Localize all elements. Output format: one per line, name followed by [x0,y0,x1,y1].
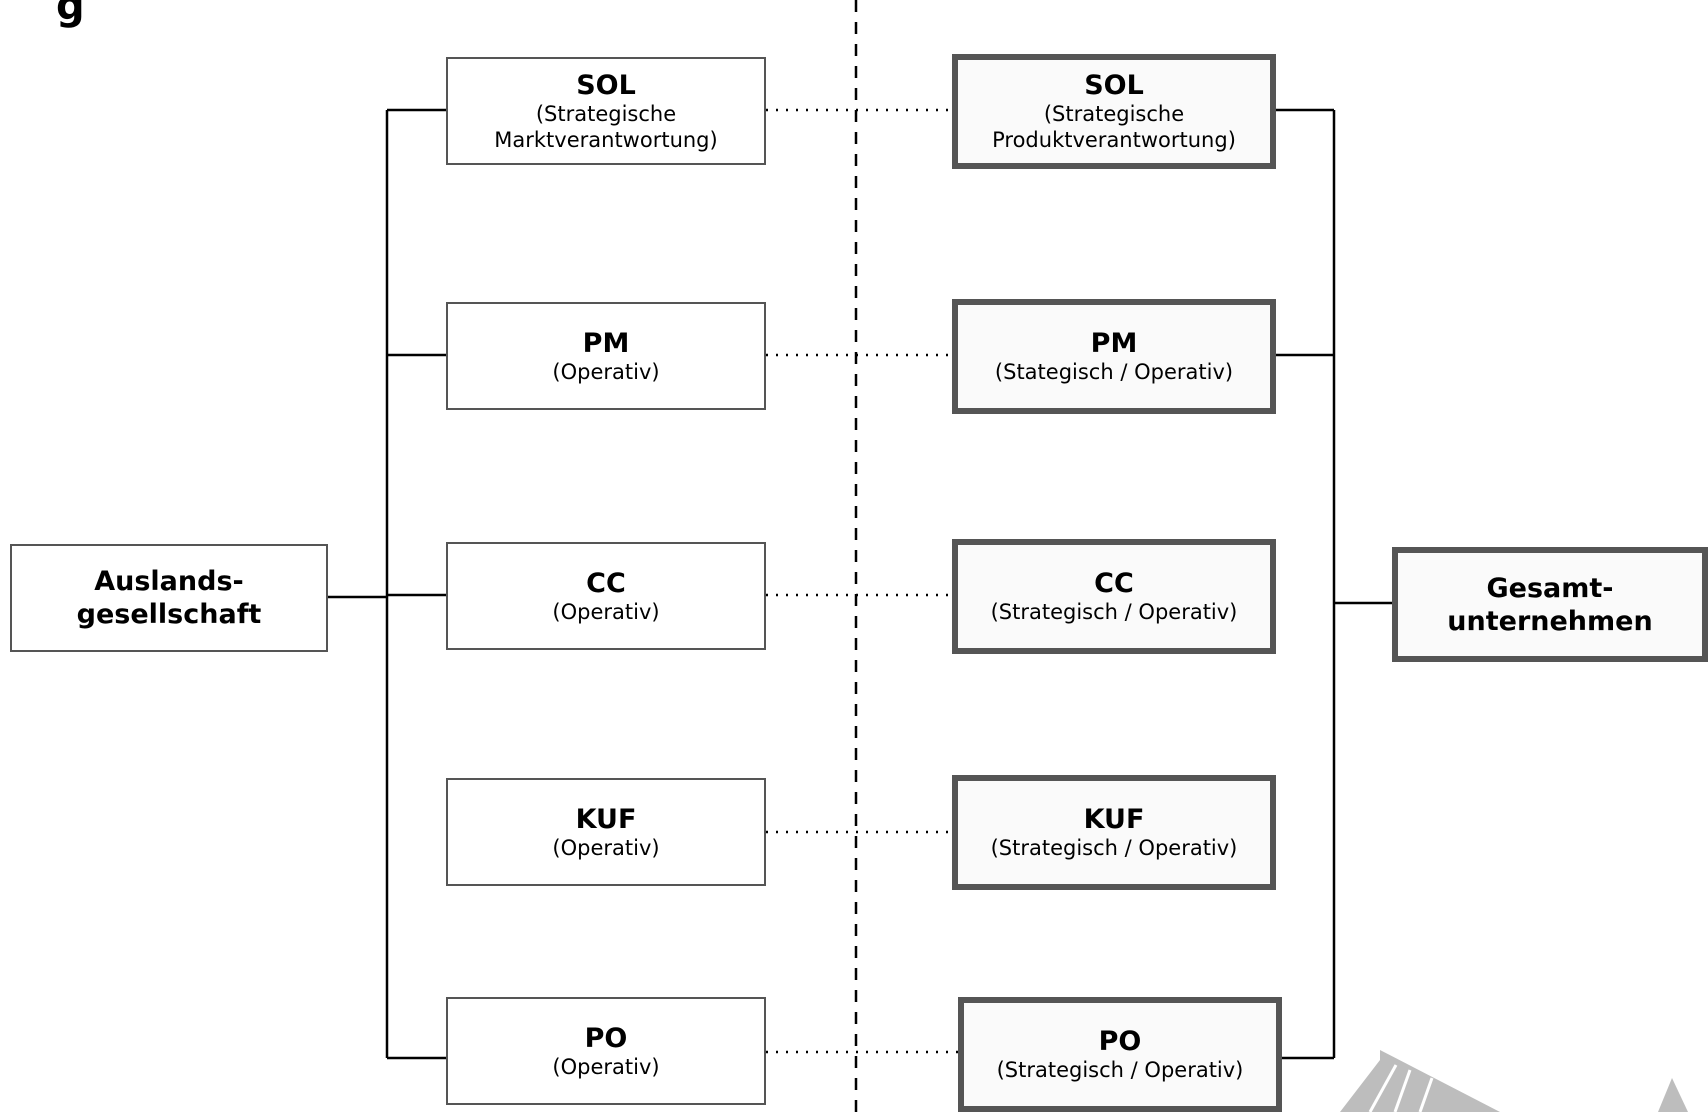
left-box-title: PO [584,1022,628,1054]
right-box-title: KUF [1083,804,1145,835]
left-box-title: SOL [576,69,636,101]
left-box-subtitle: (Operativ) [552,1054,660,1079]
right-box-title: PO [1098,1026,1142,1057]
right-box-title: SOL [1084,70,1144,101]
left-box-subtitle: (Operativ) [552,599,660,624]
right-box-title: CC [1094,568,1134,599]
left-box-title: PM [582,327,630,359]
right-box-subtitle: (Strategisch / Operativ) [990,836,1238,860]
header-fragment: g [56,0,85,29]
right-root-label: Gesamt- unternehmen [1447,572,1653,637]
right-box-kuf: KUF (Strategisch / Operativ) [952,775,1276,890]
left-root-label: Auslands- gesellschaft [76,566,262,630]
left-box-title: CC [586,567,626,599]
right-box-subtitle: (Strategisch / Operativ) [996,1058,1244,1082]
right-box-cc: CC (Strategisch / Operativ) [952,539,1276,654]
right-box-subtitle: (Strategisch / Operativ) [990,600,1238,624]
left-box-kuf: KUF (Operativ) [446,778,766,886]
right-box-subtitle: (Stategisch / Operativ) [994,360,1234,384]
right-root-box: Gesamt- unternehmen [1392,547,1708,662]
right-box-sol: SOL (Strategische Produktverantwortung) [952,54,1276,169]
left-box-title: KUF [575,803,637,835]
left-box-subtitle: (Operativ) [552,835,660,860]
left-box-sol: SOL (Strategische Marktverantwortung) [446,57,766,165]
right-box-title: PM [1090,328,1138,359]
left-box-subtitle: (Operativ) [552,359,660,384]
right-box-subtitle: (Strategische Produktverantwortung) [992,102,1236,152]
right-box-pm: PM (Stategisch / Operativ) [952,299,1276,414]
left-box-pm: PM (Operativ) [446,302,766,410]
left-box-po: PO (Operativ) [446,997,766,1105]
right-box-po: PO (Strategisch / Operativ) [958,997,1282,1112]
left-box-cc: CC (Operativ) [446,542,766,650]
left-root-box: Auslands- gesellschaft [10,544,328,652]
building-watermark [1340,1040,1708,1112]
left-box-subtitle: (Strategische Marktverantwortung) [494,101,718,152]
